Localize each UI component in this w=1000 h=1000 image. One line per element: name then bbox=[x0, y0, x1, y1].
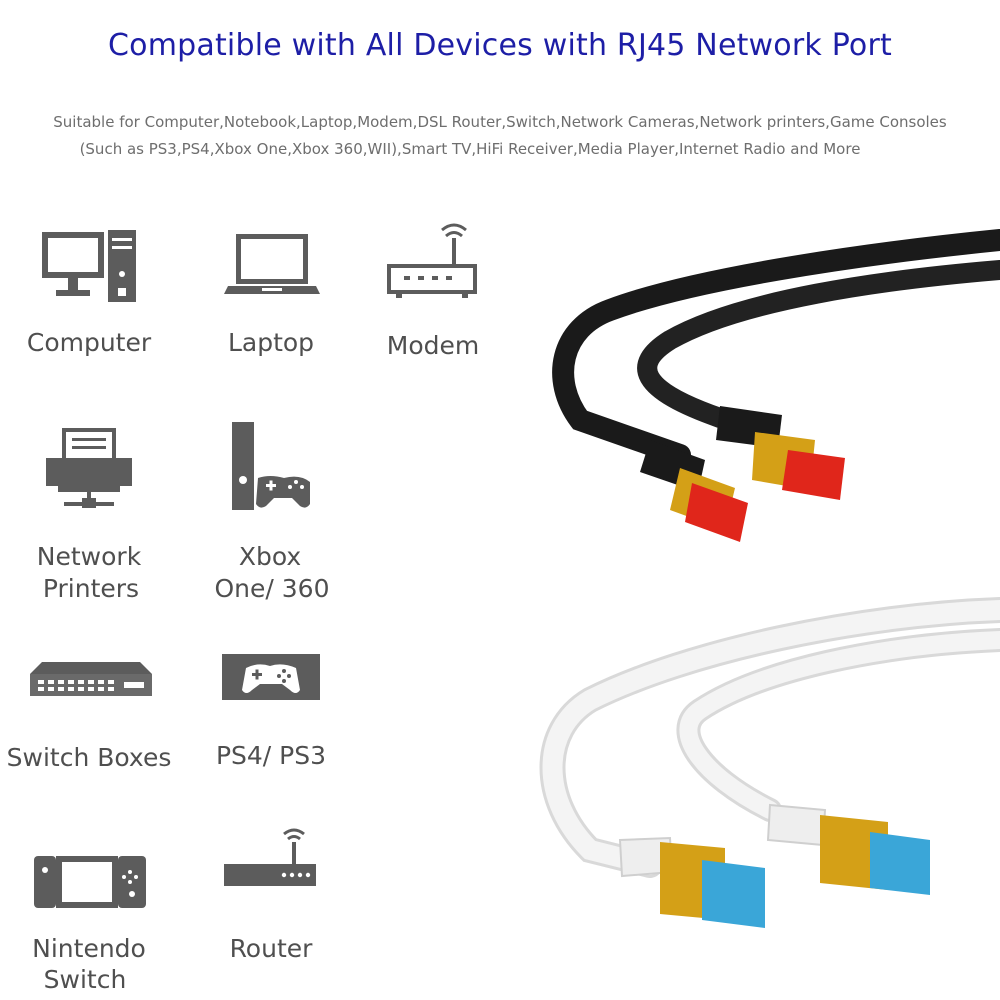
subtitle-line-2: (Such as PS3,PS4,Xbox One,Xbox 360,WII),… bbox=[79, 140, 861, 158]
laptop-label: Laptop bbox=[227, 328, 315, 357]
black-cable-1 bbox=[552, 229, 1000, 466]
white-plug-left bbox=[618, 836, 765, 928]
printer-label-line1: Network bbox=[36, 542, 142, 571]
printer-icon bbox=[46, 428, 132, 508]
black-plug-left bbox=[640, 440, 748, 542]
printer-label-line2: Printers bbox=[42, 574, 140, 603]
black-cable-2 bbox=[637, 260, 1000, 428]
modem-label: Modem bbox=[386, 331, 480, 360]
laptop-icon bbox=[224, 234, 320, 294]
computer-label: Computer bbox=[26, 328, 152, 357]
ps-label: PS4/ PS3 bbox=[215, 741, 327, 770]
desktop-computer-icon bbox=[42, 230, 136, 302]
black-plug-right bbox=[716, 406, 845, 500]
nintendo-switch-icon bbox=[34, 856, 146, 908]
router-icon bbox=[224, 828, 316, 886]
router-label: Router bbox=[229, 934, 313, 963]
white-cable-1 bbox=[542, 600, 1000, 875]
page-title: Compatible with All Devices with RJ45 Ne… bbox=[108, 28, 892, 63]
ethernet-cables-illustration bbox=[539, 229, 1000, 928]
ps-console-icon bbox=[222, 654, 320, 700]
subtitle-line-1: Suitable for Computer,Notebook,Laptop,Mo… bbox=[53, 113, 947, 131]
nintendo-label-line2: Switch bbox=[43, 965, 127, 994]
white-plug-right bbox=[766, 803, 930, 895]
white-cable-2 bbox=[679, 631, 1000, 819]
network-switch-icon bbox=[30, 662, 152, 696]
xbox-label-line2: One/ 360 bbox=[214, 574, 330, 603]
switch-boxes-label: Switch Boxes bbox=[6, 743, 172, 772]
modem-icon bbox=[387, 223, 477, 298]
nintendo-label-line1: Nintendo bbox=[32, 934, 146, 963]
xbox-label-line1: Xbox bbox=[238, 542, 302, 571]
xbox-console-icon bbox=[232, 422, 310, 510]
